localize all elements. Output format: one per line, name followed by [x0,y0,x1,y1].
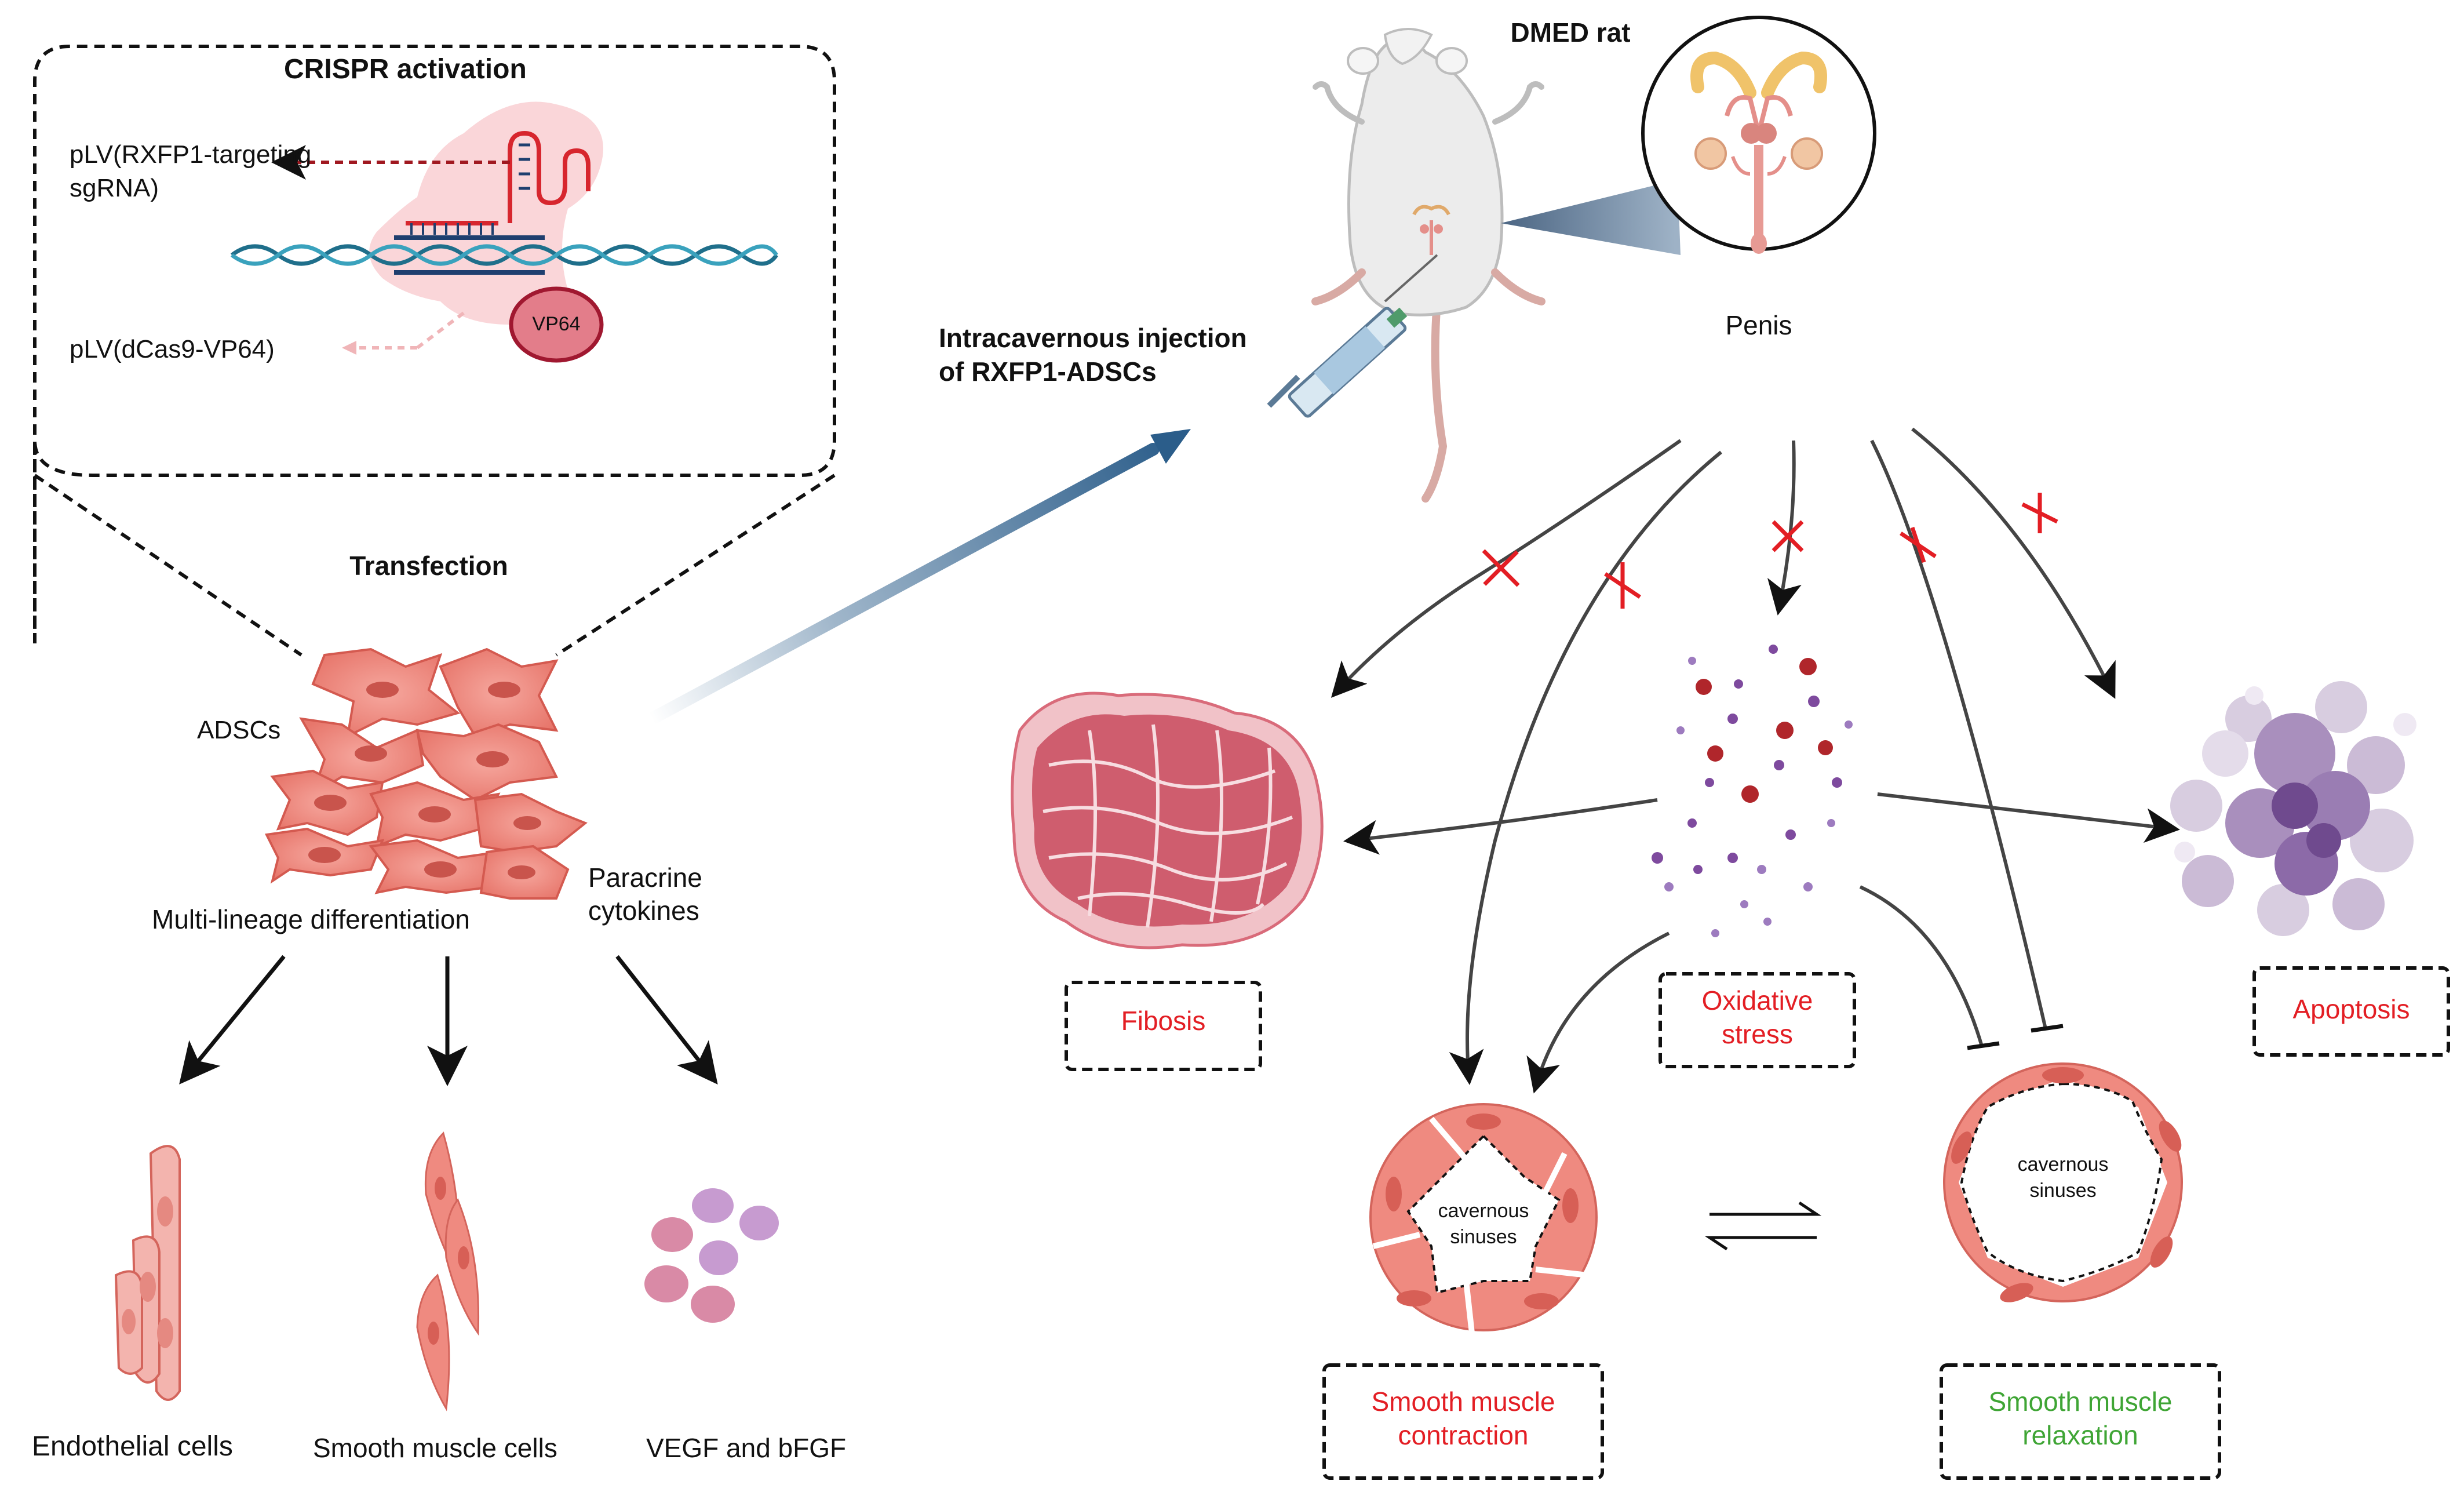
relaxation-label-box [1940,1363,2221,1480]
zoom-line-right [555,474,836,657]
dcas9-arrow-bend [416,311,465,350]
zoom-line-left [34,474,302,657]
injection-label-line2: of RXFP1-ADSCs [939,356,1157,387]
relaxation-label-line1: Smooth muscle [1988,1386,2173,1417]
arrow-to-contraction [1449,450,1722,1085]
contraction-label-line1: Smooth muscle [1371,1386,1555,1417]
contraction-label-box [1322,1363,1604,1480]
arrow-to-oxidative [1767,440,1802,616]
rat-illustration [1267,28,1546,503]
penis-label: Penis [1725,310,1792,340]
oxidative-to-contraction [1526,931,1670,1094]
arrow-to-endothelial [179,955,286,1085]
adscs-label: ADSCs [197,716,281,744]
sgrna-plasmid-label-line2: sgRNA) [70,174,159,202]
oxidative-inhibit-relaxation [1859,885,1984,1047]
arrow-to-fibrosis [1331,439,1682,698]
oxidative-stress-particles [1652,645,1853,937]
multi-lineage-label: Multi-lineage differentiation [152,904,470,934]
injection-label-line1: Intracavernous injection [939,323,1247,353]
contracted-cavernous-label-line1: cavernous [1438,1200,1529,1222]
syringe [1267,254,1438,418]
fibrosis-label: Fibosis [1121,1006,1206,1036]
red-x-marks [1482,493,2058,609]
paracrine-label-line1: Paracrine [588,863,702,893]
endothelial-cells-label: Endothelial cells [32,1431,233,1462]
inhibit-to-relaxation [1870,439,2047,1029]
dcas9-complex-blob [369,101,603,325]
sgrna-plasmid-label: pLV(RXFP1-targeting [70,140,312,169]
rat-tail [1421,297,1448,503]
rat-body [1347,36,1504,316]
relaxed-cavernous-label-line1: cavernous [2017,1153,2109,1176]
smooth-muscle-cells-label: Smooth muscle cells [313,1433,557,1463]
vp64-label: VP64 [532,313,581,335]
arrow-to-vegf [615,955,718,1085]
injection-arrow [646,443,1160,725]
effect-arrows [1331,427,2180,1094]
contracted-sinus-ring [1369,1103,1598,1334]
crispr-dashed-box [33,45,836,643]
crispr-title: CRISPR activation [284,54,527,85]
arrow-to-apoptosis [1911,427,2116,699]
relaxed-cavernous-label-line2: sinuses [2029,1180,2097,1202]
oxidative-to-apoptosis [1877,792,2180,843]
adscs-cluster [264,647,588,900]
dna-helix [230,235,778,275]
endothelial-cells-illustration [114,1145,181,1401]
sgrna-hairpin [406,130,591,235]
apoptosis-label-box [2252,966,2450,1057]
dcas9-arrow-head [342,341,356,355]
dmed-rat-title: DMED rat [1510,17,1631,48]
relaxation-label-line2: relaxation [2022,1420,2138,1450]
oxidative-label-line1: Oxidative [1701,985,1813,1016]
fibrosis-tissue [1011,692,1324,949]
injection-arrow-head [1150,429,1191,464]
paracrine-label-line2: cytokines [588,896,699,926]
rat-head [1383,28,1433,65]
transfection-label: Transfection [349,551,508,581]
smooth-muscle-cells-illustration [416,1131,480,1411]
oxidative-to-fibrosis [1343,798,1658,855]
zoom-beam [1501,180,1681,255]
relaxed-sinus-ring [1943,1062,2183,1302]
contracted-cavernous-label-line2: sinuses [1450,1226,1517,1248]
dcas9-plasmid-label: pLV(dCas9-VP64) [70,335,275,363]
apoptosis-label: Apoptosis [2292,994,2410,1024]
rat-reproductive-organs [1412,205,1450,255]
fibrosis-label-box [1065,981,1262,1071]
apoptotic-cell [2170,681,2416,936]
cytokine-particles [644,1188,779,1323]
penis-anatomy [1690,51,1827,254]
crispr-activation-panel [33,45,836,657]
equilibrium-arrows [1704,1201,1822,1251]
oxidative-label-box [1659,972,1856,1068]
contraction-label-line2: contraction [1398,1420,1529,1450]
vp64-domain [509,286,604,363]
vegf-label: VEGF and bFGF [646,1433,847,1463]
oxidative-label-line2: stress [1722,1019,1793,1049]
